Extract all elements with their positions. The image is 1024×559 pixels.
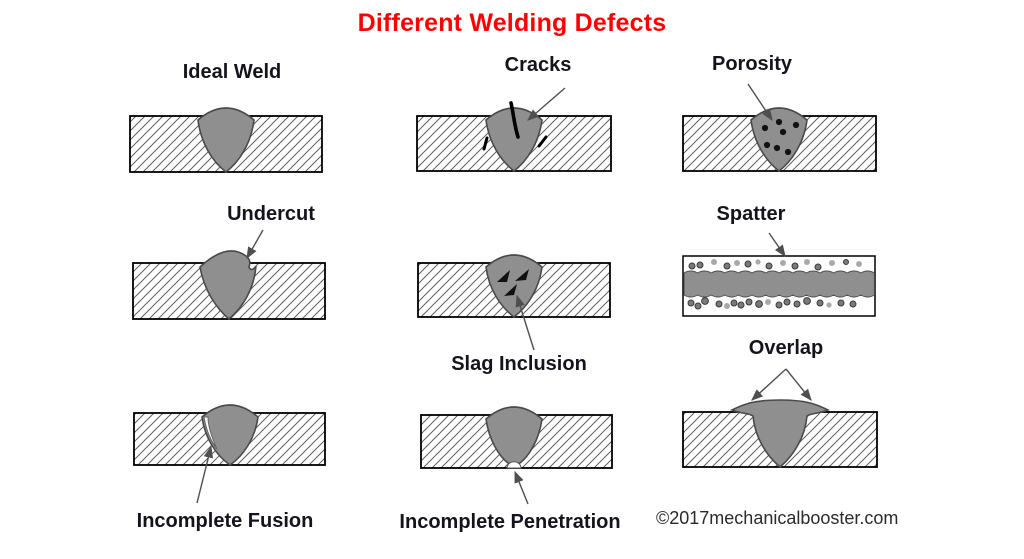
slag-wedges xyxy=(497,269,529,296)
panel-cracks xyxy=(416,87,612,173)
crack-tick-left xyxy=(482,136,489,151)
incomplete-fusion-arrow xyxy=(196,445,214,504)
panel-spatter xyxy=(682,232,876,317)
label-incomplete-fusion: Incomplete Fusion xyxy=(136,510,314,532)
panel-porosity xyxy=(682,83,877,173)
weld-bead xyxy=(197,107,255,174)
panel-slag-inclusion xyxy=(417,254,611,351)
label-ideal-weld: Ideal Weld xyxy=(182,61,282,83)
spatter-arrow xyxy=(768,232,786,258)
panel-ideal-weld xyxy=(129,107,323,174)
panel-overlap xyxy=(682,368,878,469)
weld-bead xyxy=(750,107,808,173)
penetration-gap xyxy=(506,461,522,469)
panel-incomplete-fusion xyxy=(133,404,326,504)
overlap-arrow-right xyxy=(785,368,812,401)
undercut-arrow xyxy=(246,229,264,260)
slag-arrow xyxy=(515,294,535,351)
label-overlap: Overlap xyxy=(748,337,824,359)
incomplete-penetration-arrow xyxy=(514,470,529,505)
weld-seam-band xyxy=(683,270,875,298)
panel-undercut xyxy=(132,229,326,321)
cracks-arrow xyxy=(527,87,566,121)
watermark: ©2017mechanicalbooster.com xyxy=(656,508,899,528)
spatter-droplets xyxy=(687,259,862,310)
crack-tick-right xyxy=(537,135,548,148)
overlap-arrow-left xyxy=(751,368,787,401)
fusion-gap xyxy=(203,416,218,450)
weld-bead xyxy=(485,406,543,466)
panel-incomplete-penetration xyxy=(420,406,613,505)
porosity-arrow xyxy=(747,83,773,122)
porosity-pores xyxy=(761,118,800,156)
label-cracks: Cracks xyxy=(504,54,572,76)
weld-bead-overlap xyxy=(730,399,830,469)
label-slag-inclusion: Slag Inclusion xyxy=(451,353,587,375)
weld-bead-undercut xyxy=(199,250,257,321)
crack-line xyxy=(509,101,520,139)
label-porosity: Porosity xyxy=(711,53,793,75)
label-undercut: Undercut xyxy=(227,203,315,225)
label-spatter: Spatter xyxy=(716,203,786,225)
crack-marks xyxy=(482,101,548,151)
page-title: Different Welding Defects xyxy=(357,9,667,37)
label-incomplete-penetration: Incomplete Penetration xyxy=(399,511,621,533)
